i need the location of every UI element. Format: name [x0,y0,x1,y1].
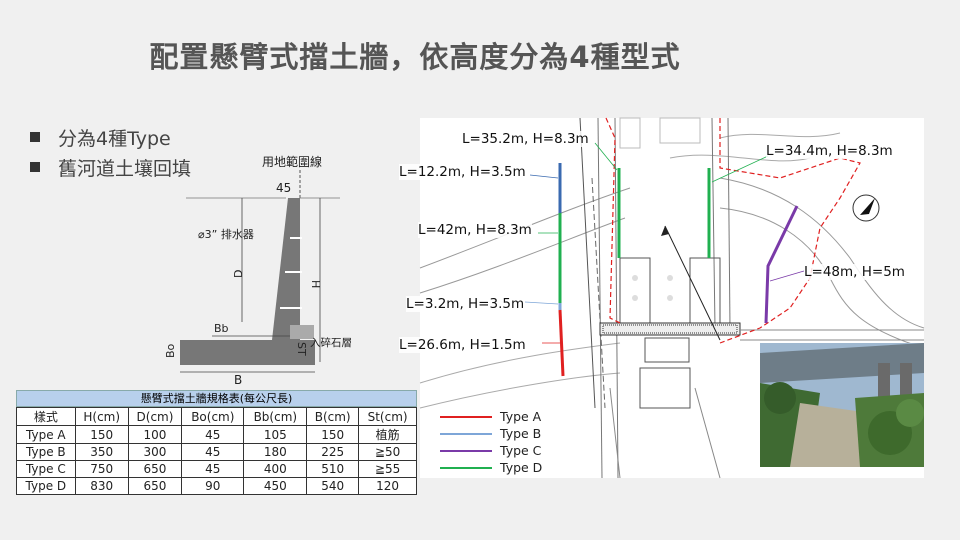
table-cell: 105 [243,425,308,444]
table-cell: 650 [127,460,183,478]
table-cell: 350 [74,443,129,461]
legend-label: Type A [500,409,542,424]
table-cell: 150 [306,425,360,444]
legend-label: Type C [500,443,542,458]
table-header: St(cm) [358,407,417,426]
top-width-label: 45 [276,181,291,195]
bullet-text: 分為4種Type [58,127,171,150]
segment-label: L=3.2m, H=3.5m [406,296,525,312]
spec-table-caption: 懸臂式擋土牆規格表(每公尺長) [16,390,417,407]
stone-layer [290,325,314,339]
site-photo [760,343,924,467]
segment-label: L=34.4m, H=8.3m [766,143,893,159]
table-cell: 植筋 [358,425,417,444]
table-cell: 750 [74,460,129,478]
bullet-item: 分為4種Type [30,122,191,152]
table-header: D(cm) [127,407,183,426]
slide-title: 配置懸臂式擋土牆，依高度分為4種型式 [149,40,681,74]
table-cell: 150 [74,425,129,444]
segment-label: L=12.2m, H=3.5m [399,164,526,180]
table-cell: 100 [127,425,183,444]
dim-B: B [234,373,242,387]
table-header: B(cm) [306,407,360,426]
legend-item: Type B [440,425,542,442]
type-legend: Type A Type B Type C Type D [440,408,542,476]
drain-label: ⌀3” 排水器 [198,227,254,241]
table-cell: ≧55 [358,460,417,478]
table-cell: 650 [127,477,183,495]
wall-footing [180,340,315,365]
bullet-text: 舊河道土壤回填 [58,157,192,180]
dim-Bb: Bb [214,322,229,335]
table-cell: 120 [358,477,417,495]
table-row: Type D 830 650 90 450 540 120 [16,477,417,495]
table-cell: 300 [127,443,183,461]
table-cell: Type A [16,425,76,444]
bullet-list: 分為4種Type 舊河道土壤回填 [30,122,191,182]
table-header-row: 樣式 H(cm) D(cm) Bo(cm) Bb(cm) B(cm) St(cm… [16,407,417,426]
legend-item: Type D [440,459,542,476]
table-header: Bo(cm) [181,407,245,426]
table-cell: Type D [16,477,76,495]
table-cell: 90 [181,477,245,495]
segment-label: L=48m, H=5m [804,264,905,280]
table-cell: 400 [243,460,308,478]
segment-label: L=35.2m, H=8.3m [462,131,589,147]
dim-Bo: Bo [164,343,177,358]
bullet-square-icon [30,132,40,142]
segment-a-1 [558,309,565,377]
table-row: Type A 150 100 45 105 150 植筋 [16,425,417,444]
table-cell: Type B [16,443,76,461]
table-cell: ≧50 [358,443,417,461]
legend-line [440,415,492,418]
bullet-square-icon [30,162,40,172]
stone-label: 入碎石層 [310,336,352,349]
table-cell: 510 [306,460,360,478]
table-row: Type C 750 650 45 400 510 ≧55 [16,460,417,478]
legend-item: Type A [440,408,542,425]
table-cell: 830 [74,477,129,495]
legend-line [440,466,492,469]
spec-table-grid: 樣式 H(cm) D(cm) Bo(cm) Bb(cm) B(cm) St(cm… [16,407,417,495]
legend-label: Type D [500,460,543,475]
wall-stem [272,198,300,340]
table-cell: 45 [181,425,245,444]
legend-line [440,432,492,435]
dim-ST: ST [295,342,308,356]
dim-H: H [309,280,322,288]
segment-label: L=26.6m, H=1.5m [399,337,526,353]
legend-item: Type C [440,442,542,459]
table-cell: 540 [306,477,360,495]
table-cell: 45 [181,443,245,461]
table-cell: 225 [306,443,360,461]
table-cell: 450 [243,477,308,495]
north-arrow-icon [852,194,880,222]
legend-label: Type B [500,426,542,441]
dim-D: D [232,270,245,278]
table-header: Bb(cm) [243,407,308,426]
table-cell: 45 [181,460,245,478]
table-row: Type B 350 300 45 180 225 ≧50 [16,443,417,461]
table-cell: 180 [243,443,308,461]
segment-c-1 [764,205,799,324]
segment-label: L=42m, H=8.3m [418,222,532,238]
boundary-label: 用地範圍線 [262,154,322,169]
table-header: H(cm) [74,407,129,426]
table-cell: Type C [16,460,76,478]
table-header: 樣式 [16,407,76,426]
spec-table: 懸臂式擋土牆規格表(每公尺長) 樣式 H(cm) D(cm) Bo(cm) Bb… [16,390,417,495]
bullet-item: 舊河道土壤回填 [30,152,191,182]
retaining-wall-diagram: 用地範圍線 45 ⌀3” 排水器 D H Bb Bo B ST 入碎石層 [150,150,420,390]
legend-line [440,449,492,452]
